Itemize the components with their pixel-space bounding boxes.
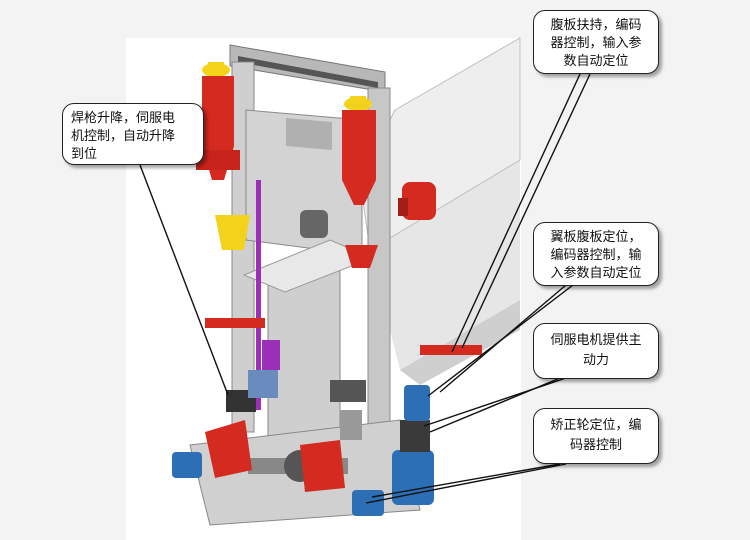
leader-lines <box>139 73 591 504</box>
callout-servo-power: 伺服电机提供主 动力 <box>533 323 659 379</box>
callout-web-clamp: 腹板扶持，编码 器控制，输入参 数自动定位 <box>533 10 659 74</box>
red-arm-right <box>420 345 482 355</box>
gantry-frame <box>229 44 391 456</box>
side-motor-red <box>398 182 436 220</box>
callout-flange-web-position: 翼板腹板定位， 编码器控制，输 入参数自动定位 <box>533 222 659 286</box>
red-arm-left <box>205 318 265 328</box>
callout-weld-gun-lift: 焊枪升降，伺服电 机控制，自动升降 到位 <box>62 103 204 165</box>
callout-straightening-wheel: 矫正轮定位，编 码器控制 <box>533 408 659 464</box>
h-beam <box>359 37 521 385</box>
flux-hoppers <box>196 62 378 268</box>
straightening-carriage <box>172 370 434 526</box>
